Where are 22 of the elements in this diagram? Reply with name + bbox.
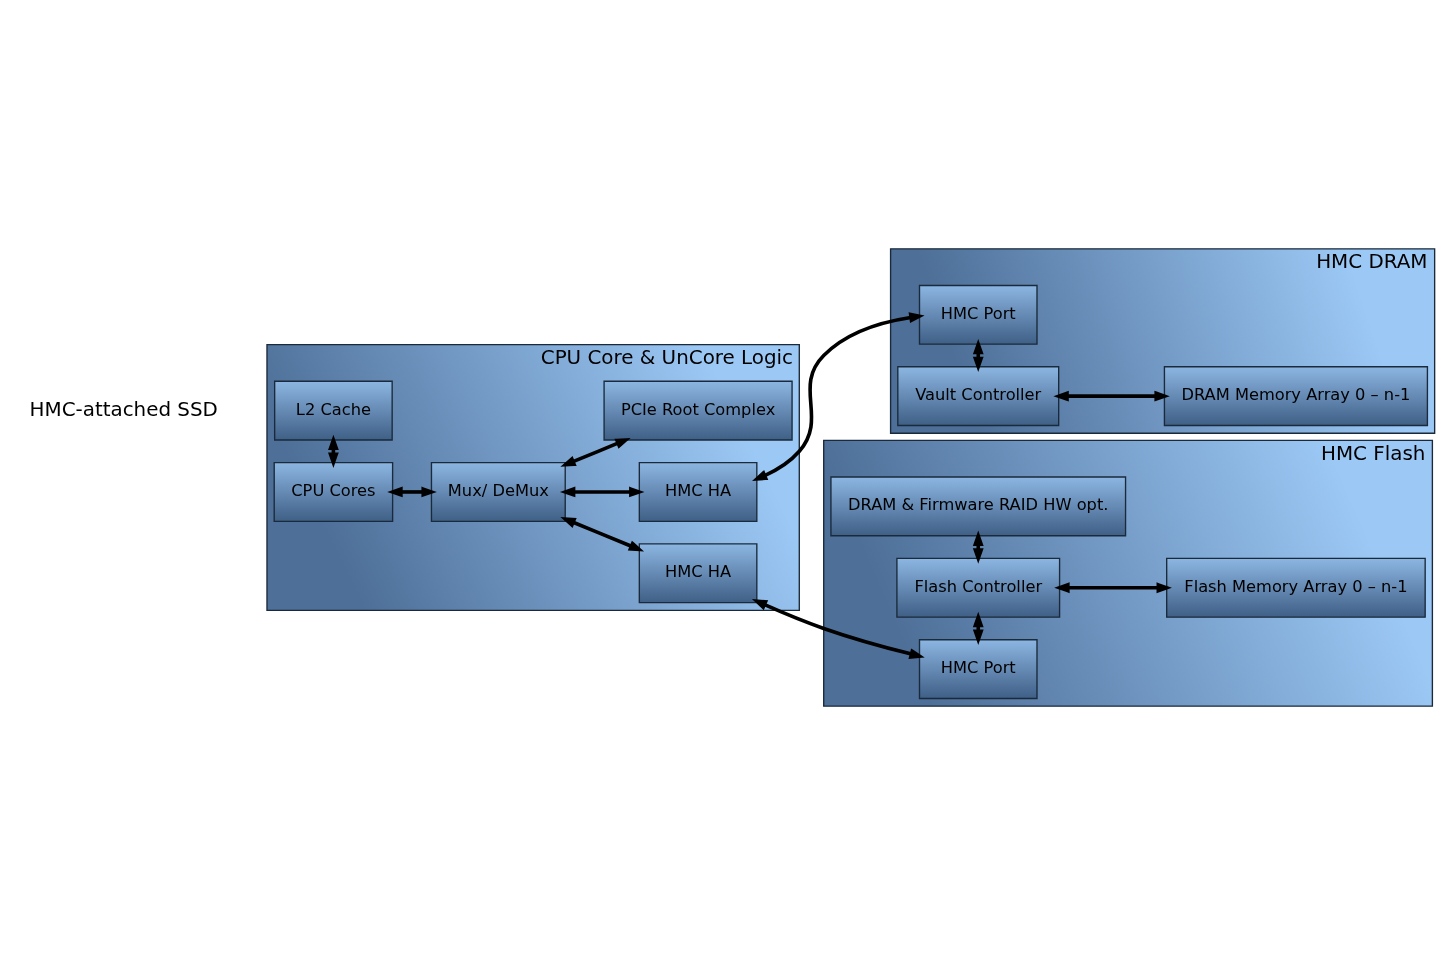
- label: HMC-attached SSD: [29, 397, 218, 421]
- node-box: PCIe Root Complex: [603, 380, 793, 441]
- node-box: DRAM & Firmware RAID HW opt.: [830, 476, 1127, 537]
- arrow: [559, 486, 645, 498]
- node-box: HMC Port: [918, 639, 1038, 700]
- node-box: Flash Memory Array 0 – n-1: [1166, 557, 1426, 618]
- arrow: [560, 437, 631, 467]
- node-box: Flash Controller: [896, 557, 1061, 618]
- node-box: Vault Controller: [897, 366, 1060, 427]
- node-box: Mux/ DeMux: [430, 461, 566, 522]
- node-box: L2 Cache: [274, 380, 393, 441]
- arrow: [560, 517, 645, 552]
- arrow: [387, 486, 437, 498]
- arrow: [752, 312, 925, 481]
- node-box: DRAM Memory Array 0 – n-1: [1163, 366, 1429, 427]
- node-box: HMC Port: [918, 284, 1038, 345]
- arrow: [751, 598, 925, 659]
- node-box: HMC HA: [638, 543, 758, 604]
- arrow: [1054, 582, 1172, 594]
- node-box: HMC HA: [638, 461, 758, 522]
- arrow: [1053, 390, 1170, 402]
- node-box: CPU Cores: [273, 461, 394, 522]
